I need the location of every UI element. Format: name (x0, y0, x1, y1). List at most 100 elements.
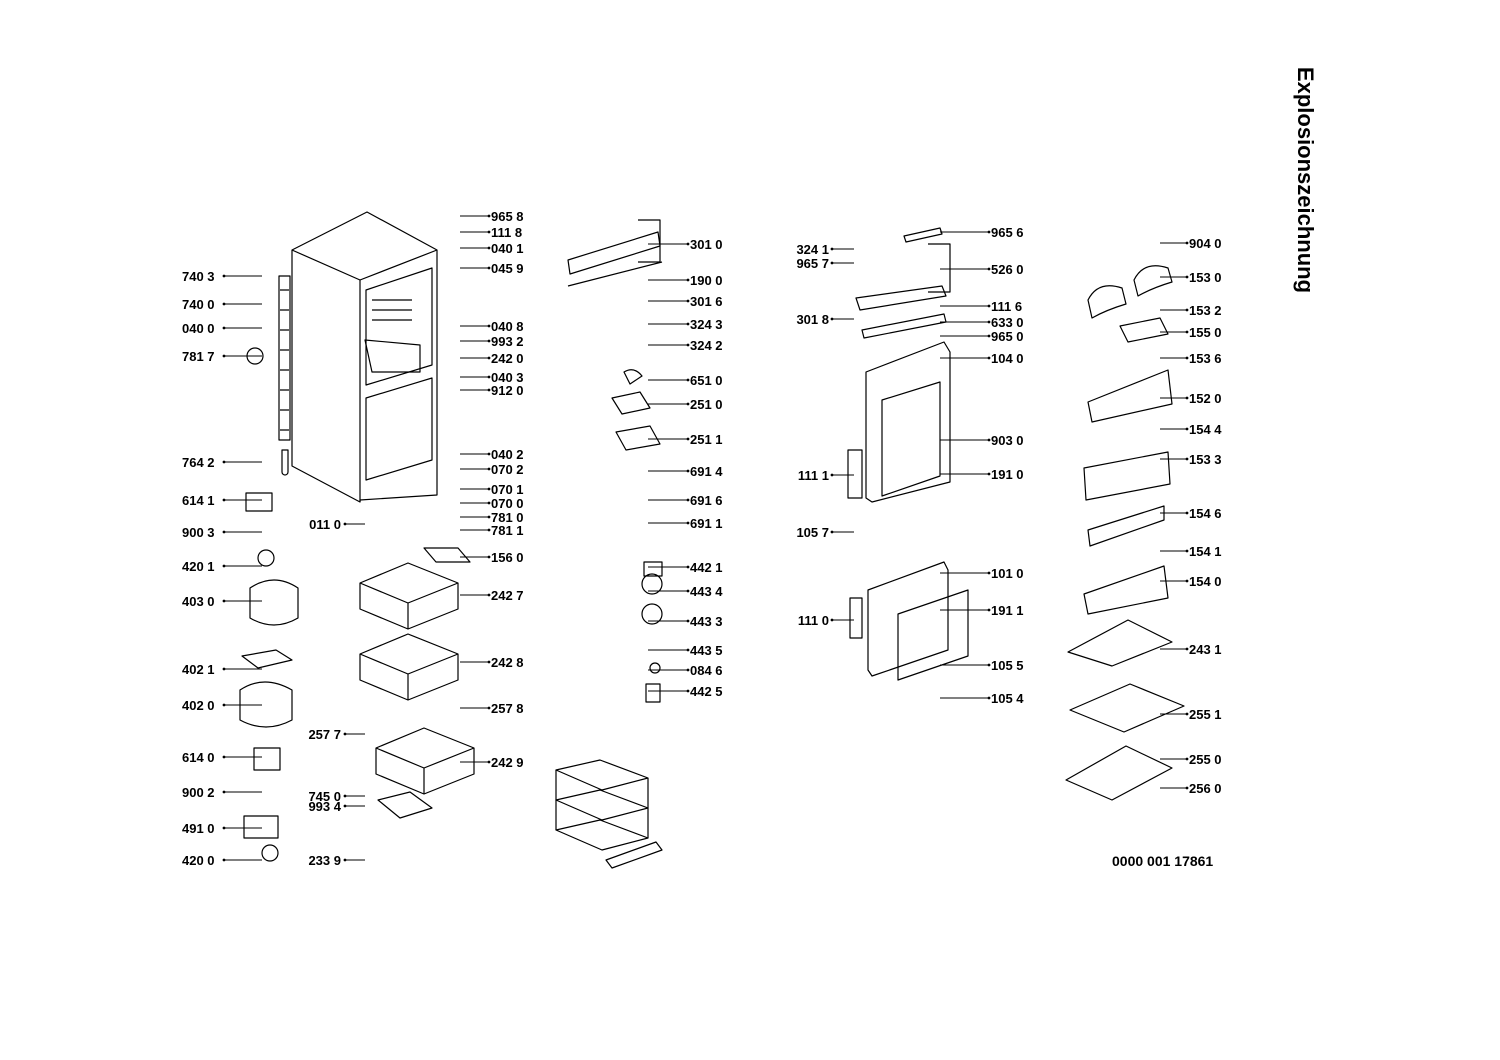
part-label: 740 0 (182, 297, 215, 312)
part-label: 101 0 (991, 566, 1024, 581)
part-label: 256 0 (1189, 781, 1222, 796)
part-label: 040 1 (491, 241, 524, 256)
door-shelf-upper (1087, 369, 1173, 423)
leader-dot (686, 469, 690, 473)
part-label: 154 1 (1189, 544, 1222, 559)
part-label: 257 7 (308, 727, 341, 742)
part-label: 691 6 (690, 493, 723, 508)
leader-dot (1185, 396, 1189, 400)
leader-dot (487, 760, 491, 764)
glass-shelf-upper (1067, 619, 1173, 667)
leader-dot (222, 826, 226, 830)
wire-shelf-frame (555, 770, 649, 838)
leader-dot (343, 794, 347, 798)
leader-dot (487, 214, 491, 218)
freezer-door-gasket (897, 589, 969, 681)
part-label: 233 9 (308, 853, 341, 868)
leader-dot (686, 619, 690, 623)
part-label: 257 8 (491, 701, 524, 716)
part-label: 781 1 (491, 523, 524, 538)
drawer-upper (359, 562, 459, 630)
leader-dot (686, 521, 690, 525)
part-label: 251 1 (690, 432, 723, 447)
leader-dot (487, 555, 491, 559)
part-label: 251 0 (690, 397, 723, 412)
freezer-compartment (365, 267, 433, 386)
duct-cover (615, 425, 661, 451)
parts-drawings (239, 211, 1185, 869)
sheet-title: Explosionszeichnung (1293, 66, 1318, 294)
leader-dot (987, 320, 991, 324)
glass-shelf-lower (1065, 745, 1173, 801)
group-bracket (928, 243, 951, 293)
leader-dot (487, 501, 491, 505)
leader-dot (487, 528, 491, 532)
part-label: 900 3 (182, 525, 215, 540)
part-label: 443 3 (690, 614, 723, 629)
leader-dot (487, 388, 491, 392)
part-label: 084 6 (690, 663, 723, 678)
part-label: 614 0 (182, 750, 215, 765)
leader-dot (1185, 712, 1189, 716)
part-label: 965 7 (796, 256, 829, 271)
leader-dot (222, 703, 226, 707)
leader-dot (830, 317, 834, 321)
leader-dot (487, 266, 491, 270)
leader-dot (1185, 549, 1189, 553)
part-label: 691 1 (690, 516, 723, 531)
dryer-filter (281, 449, 289, 476)
leader-dot (1185, 757, 1189, 761)
part-label: 745 0 (308, 789, 341, 804)
leader-dot (487, 339, 491, 343)
part-label: 156 0 (491, 550, 524, 565)
part-label: 442 5 (690, 684, 723, 699)
leader-dot (987, 472, 991, 476)
part-label: 242 7 (491, 588, 524, 603)
leader-dot (830, 247, 834, 251)
egg-holder (1119, 317, 1169, 343)
part-label: 420 0 (182, 853, 215, 868)
part-label: 153 3 (1189, 452, 1222, 467)
door-shelf-middle (1083, 451, 1171, 501)
part-label: 764 2 (182, 455, 215, 470)
leader-dot (222, 858, 226, 862)
leader-dot (222, 599, 226, 603)
leader-dot (1185, 511, 1189, 515)
part-label: 242 8 (491, 655, 524, 670)
leader-dot (487, 706, 491, 710)
leader-dot (1185, 457, 1189, 461)
part-label: 324 3 (690, 317, 723, 332)
leader-dot (686, 299, 690, 303)
part-label: 965 8 (491, 209, 524, 224)
part-label: 526 0 (991, 262, 1024, 277)
part-label: 105 5 (991, 658, 1024, 673)
leader-dot (343, 522, 347, 526)
part-label: 243 1 (1189, 642, 1222, 657)
capacitor-lower (261, 844, 279, 862)
part-label: 191 1 (991, 603, 1024, 618)
cabinet-edges (291, 249, 438, 502)
part-label: 045 9 (491, 261, 524, 276)
part-label: 105 7 (796, 525, 829, 540)
leader-dot (1185, 786, 1189, 790)
door-shelf-lower (1083, 565, 1169, 615)
start-relay-upper (245, 492, 273, 512)
part-label: 442 1 (690, 560, 723, 575)
leader-dot (343, 732, 347, 736)
leader-dot (222, 274, 226, 278)
part-label: 255 0 (1189, 752, 1222, 767)
part-label: 070 0 (491, 496, 524, 511)
leader-dot (987, 663, 991, 667)
cover-strip (567, 261, 663, 287)
drawer-upper-edges (359, 582, 459, 629)
leader-dot (686, 689, 690, 693)
leader-dot (487, 593, 491, 597)
drawer-lower-edges (375, 747, 475, 794)
leader-dot (686, 668, 690, 672)
part-label: 614 1 (182, 493, 215, 508)
leader-dot (686, 322, 690, 326)
leader-dot (1185, 427, 1189, 431)
freezer-door (867, 561, 949, 677)
part-label: 040 0 (182, 321, 215, 336)
